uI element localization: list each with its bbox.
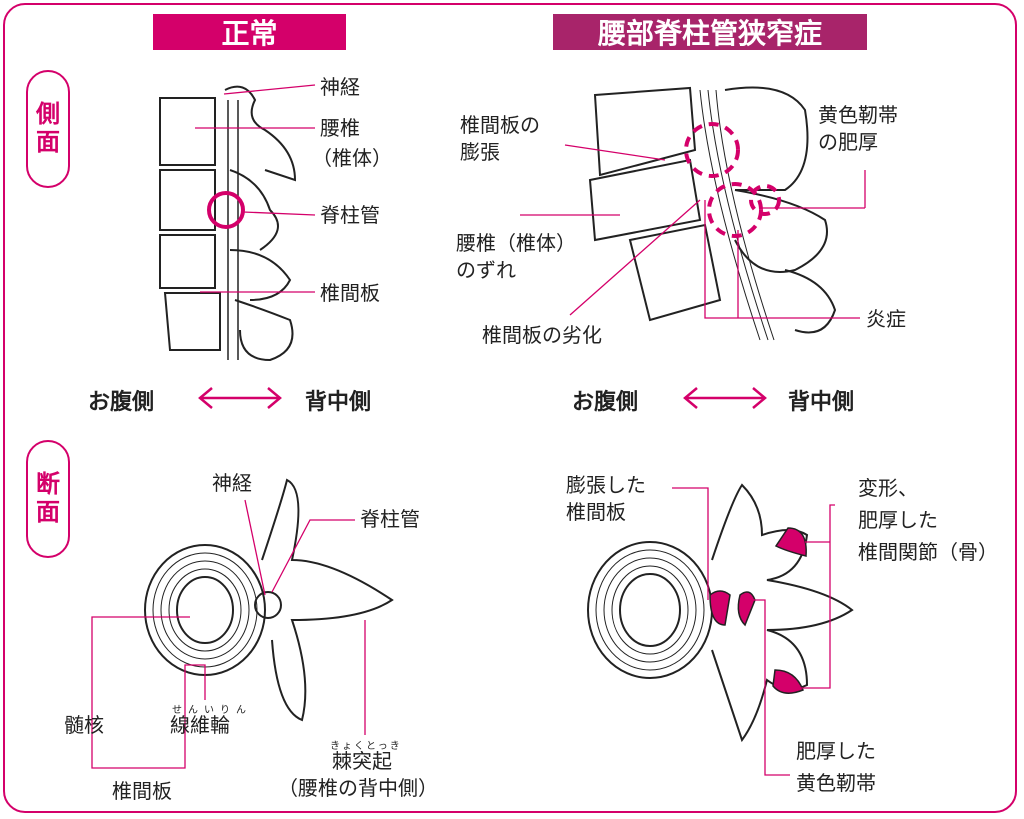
- label-line: 椎間関節（骨）: [858, 540, 998, 564]
- label-spinal-canal: 脊柱管: [320, 203, 380, 227]
- canal-highlight: [207, 191, 245, 229]
- label-disc: 椎間板: [320, 281, 380, 305]
- direction-front-stenosis: お腹側: [572, 390, 639, 415]
- side-char: 側: [36, 100, 60, 129]
- label-line: 椎間板: [566, 500, 626, 524]
- direction-front-normal: お腹側: [88, 390, 155, 415]
- leader-lines-stenosis-lateral: [520, 144, 866, 319]
- label-section-disc: 椎間板: [112, 779, 172, 803]
- label-line: 椎間板の: [460, 113, 540, 137]
- leader-lines-stenosis-section: [672, 487, 835, 776]
- label-line: 変形、: [858, 476, 918, 500]
- ruby-spinous: きょくとっき: [330, 741, 402, 752]
- label-nucleus: 髄核: [64, 713, 104, 737]
- side-char: 面: [36, 128, 60, 156]
- leader-lines-normal-lateral: [195, 84, 316, 293]
- label-line: の肥厚: [818, 130, 878, 154]
- label-line: 膨張した: [566, 473, 646, 497]
- side-char: 面: [36, 498, 60, 526]
- label-section-nerve: 神経: [212, 471, 252, 495]
- label-spinous-note: （腰椎の背中側）: [278, 776, 438, 800]
- label-thickened-ligament: 肥厚した 黄色靭帯: [796, 735, 876, 799]
- normal-section-vertebra: [144, 478, 394, 722]
- normal-nerve: [254, 591, 282, 619]
- label-line: 肥厚した: [796, 739, 876, 763]
- stenosis-lateral-spine: [588, 86, 837, 341]
- label-nerve: 神経: [320, 75, 360, 99]
- label-inflammation: 炎症: [866, 307, 906, 331]
- header-stenosis: 腰部脊柱管狭窄症: [553, 14, 867, 50]
- side-label-section: 断 面: [26, 440, 70, 558]
- direction-back-stenosis: 背中側: [788, 390, 855, 415]
- ruby-annulus: せんいりん: [172, 705, 252, 716]
- leader-lines-normal-section: [91, 499, 366, 769]
- label-disc-degeneration: 椎間板の劣化: [482, 323, 602, 347]
- label-line: 腰椎（椎体）: [456, 231, 576, 255]
- label-bulged-disc: 膨張した 椎間板: [566, 472, 646, 526]
- normal-lateral-spine: [159, 85, 297, 362]
- inflammation-circles: [684, 122, 781, 238]
- side-char: 断: [36, 470, 60, 499]
- label-vertebra: 腰椎: [320, 116, 360, 140]
- thickened-tissue: [709, 527, 807, 694]
- label-section-canal: 脊柱管: [360, 507, 420, 531]
- direction-arrows: [198, 387, 767, 409]
- side-label-lateral: 側 面: [26, 70, 70, 188]
- direction-back-normal: 背中側: [305, 390, 372, 415]
- header-normal: 正常: [153, 14, 346, 50]
- label-vertebra-body: （椎体）: [312, 146, 392, 170]
- label-facet-joint: 変形、 肥厚した 椎間関節（骨）: [858, 472, 998, 568]
- label-line: 黄色靭帯: [818, 103, 898, 127]
- label-disc-bulge: 椎間板の 膨張: [460, 112, 540, 166]
- label-line: 膨張: [460, 140, 500, 164]
- label-line: のずれ: [456, 258, 516, 282]
- diagram-frame: [3, 3, 1017, 813]
- label-vertebra-slip: 腰椎（椎体） のずれ: [456, 230, 576, 284]
- label-line: 黄色靭帯: [796, 771, 876, 795]
- label-spinous-process: 棘突起: [332, 749, 392, 773]
- label-annulus: 線維輪: [170, 713, 230, 737]
- label-line: 肥厚した: [858, 508, 938, 532]
- label-ligament-thickening: 黄色靭帯 の肥厚: [818, 102, 898, 156]
